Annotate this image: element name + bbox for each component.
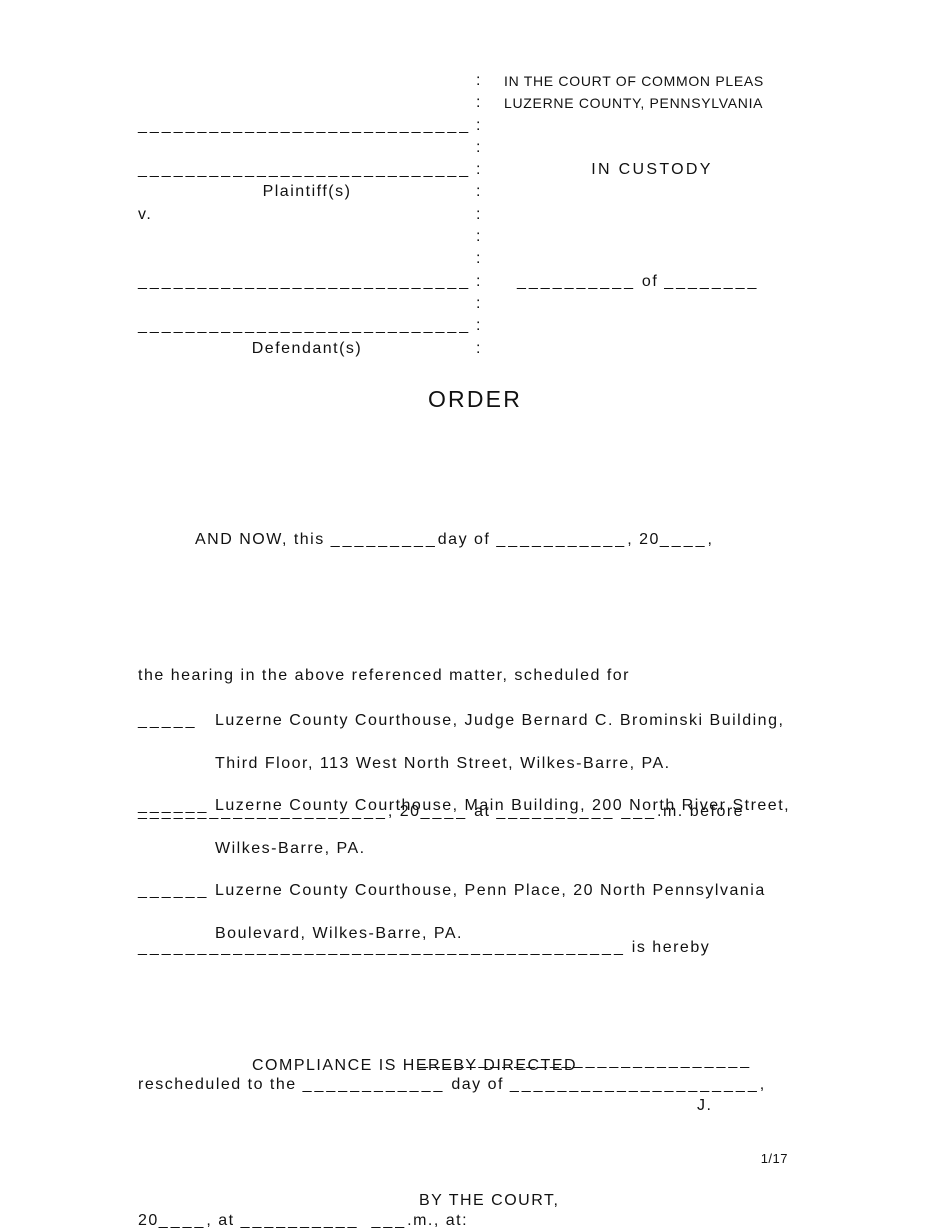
- order-paragraph-line: AND NOW, this _________day of __________…: [195, 530, 714, 548]
- caption-divider-colon: :: [476, 250, 481, 268]
- court-name-line2: LUZERNE COUNTY, PENNSYLVANIA: [504, 95, 764, 112]
- caption-right-spacer: [486, 181, 818, 203]
- location-option-continuation: Boulevard, Wilkes-Barre, PA.: [138, 913, 790, 956]
- order-paragraph-line: rescheduled to the ____________ day of _…: [138, 1075, 766, 1093]
- location-select-blank: ______: [138, 797, 210, 814]
- caption-divider-colon: :: [476, 72, 481, 89]
- caption-row: Plaintiff(s) :: [138, 181, 818, 203]
- caption-divider-colon: :: [476, 138, 481, 156]
- caption-right-spacer: [486, 248, 818, 270]
- order-paragraph-line: ________________________________________…: [138, 939, 711, 957]
- location-address-line: Boulevard, Wilkes-Barre, PA.: [215, 924, 463, 942]
- by-the-court-label: BY THE COURT,: [419, 1192, 560, 1209]
- location-address-line: Luzerne County Courthouse, Judge Bernard…: [215, 712, 785, 729]
- caption-right-spacer: [486, 226, 818, 248]
- location-address-line: Luzerne County Courthouse, Penn Place, 2…: [215, 882, 766, 899]
- custody-type-label: IN CUSTODY: [591, 161, 713, 179]
- order-paragraph-line: _____________________, 20____ at _______…: [138, 803, 745, 821]
- caption-left-spacer: [138, 248, 476, 270]
- location-select-blank: _____: [138, 712, 198, 729]
- versus-label: v.: [138, 205, 153, 223]
- location-address-line: Third Floor, 113 West North Street, Wilk…: [215, 754, 671, 772]
- caption-row: ____________________________ : IN CUSTOD…: [138, 159, 818, 181]
- caption-divider-colon: :: [476, 228, 481, 246]
- caption-divider-colon: :: [476, 339, 481, 357]
- caption-row: :: [138, 248, 818, 270]
- caption-row: :: [138, 293, 818, 315]
- party-name-blank: ____________________________: [138, 272, 472, 290]
- caption-left-spacer: [138, 293, 476, 315]
- location-option: _____ Luzerne County Courthouse, Judge B…: [138, 700, 790, 743]
- location-options: _____ Luzerne County Courthouse, Judge B…: [138, 700, 790, 955]
- order-paragraph-line: the hearing in the above referenced matt…: [138, 667, 630, 685]
- judge-suffix: J.: [697, 1097, 713, 1114]
- location-option: ______ Luzerne County Courthouse, Main B…: [138, 785, 790, 828]
- order-title: ORDER: [427, 386, 523, 412]
- page-number: 1/17: [760, 1151, 788, 1166]
- caption-right-spacer: [486, 204, 818, 226]
- court-name-line1: IN THE COURT OF COMMON PLEAS: [504, 73, 764, 89]
- order-paragraph: AND NOW, this _________day of __________…: [138, 426, 766, 1230]
- party-name-blank: ____________________________: [138, 161, 472, 179]
- caption-left-spacer: [138, 92, 476, 114]
- caption-divider-colon: :: [476, 94, 481, 112]
- caption-divider-colon: :: [476, 272, 481, 290]
- caption-left-spacer: [138, 70, 476, 92]
- caption-right-spacer: [486, 315, 818, 337]
- caption-row: : LUZERNE COUNTY, PENNSYLVANIA: [138, 92, 818, 114]
- caption-right-spacer: [486, 115, 818, 137]
- caption-right-spacer: [486, 293, 818, 315]
- order-paragraph-line: 20____, at __________ ___.m., at:: [138, 1211, 469, 1229]
- caption-divider-colon: :: [476, 161, 481, 179]
- compliance-statement: COMPLIANCE IS HEREBY DIRECTED: [252, 1057, 578, 1074]
- plaintiff-label: Plaintiff(s): [262, 183, 352, 201]
- closing-block: COMPLIANCE IS HEREBY DIRECTED BY THE COU…: [138, 953, 577, 1230]
- caption-row: ____________________________ : _________…: [138, 271, 818, 293]
- case-caption: : IN THE COURT OF COMMON PLEAS : LUZERNE…: [138, 70, 818, 360]
- caption-divider-colon: :: [476, 317, 481, 335]
- location-address-line: Wilkes-Barre, PA.: [215, 839, 366, 857]
- docket-number-blank: __________ of ________: [517, 272, 760, 290]
- caption-divider-colon: :: [476, 116, 481, 134]
- defendant-label: Defendant(s): [251, 339, 363, 357]
- caption-row: Defendant(s) :: [138, 338, 818, 360]
- caption-row: :: [138, 137, 818, 159]
- caption-row: : IN THE COURT OF COMMON PLEAS: [138, 70, 818, 92]
- location-option-continuation: Third Floor, 113 West North Street, Wilk…: [138, 743, 790, 786]
- caption-left-spacer: [138, 137, 476, 159]
- location-address-line: Luzerne County Courthouse, Main Building…: [215, 797, 791, 814]
- party-name-blank: ____________________________: [138, 317, 472, 335]
- caption-left-spacer: [138, 226, 476, 248]
- caption-row: v. :: [138, 204, 818, 226]
- location-option: ______ Luzerne County Courthouse, Penn P…: [138, 870, 790, 913]
- caption-divider-colon: :: [476, 183, 481, 201]
- party-name-blank: ____________________________: [138, 116, 472, 134]
- caption-right-spacer: [486, 338, 818, 360]
- caption-divider-colon: :: [476, 205, 481, 223]
- location-select-blank: ______: [138, 882, 210, 899]
- caption-divider-colon: :: [476, 294, 481, 312]
- caption-row: ____________________________ :: [138, 115, 818, 137]
- caption-right-spacer: [486, 137, 818, 159]
- judge-signature-blank: ____________________________: [419, 1052, 753, 1069]
- caption-row: ____________________________ :: [138, 315, 818, 337]
- location-option-continuation: Wilkes-Barre, PA.: [138, 828, 790, 871]
- caption-row: :: [138, 226, 818, 248]
